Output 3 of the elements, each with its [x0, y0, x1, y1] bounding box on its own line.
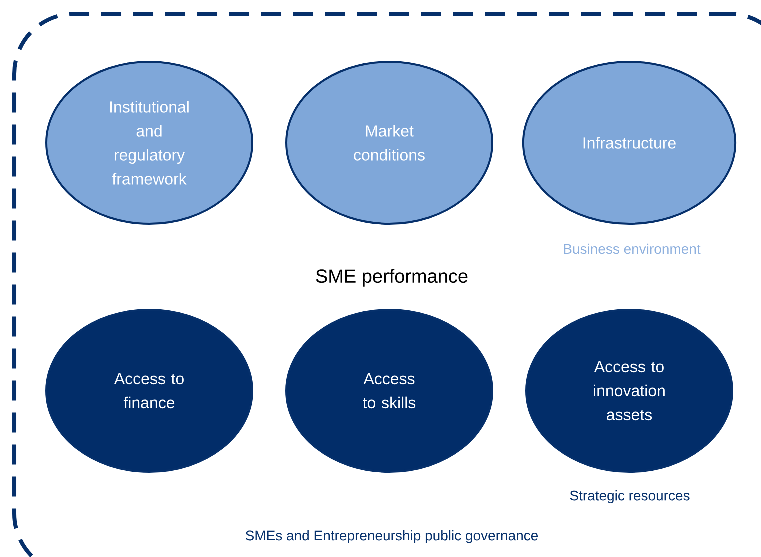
center-title: SME performance: [316, 269, 468, 287]
group-caption: Strategic resources: [570, 490, 690, 504]
group-caption: Business environment: [564, 244, 701, 254]
